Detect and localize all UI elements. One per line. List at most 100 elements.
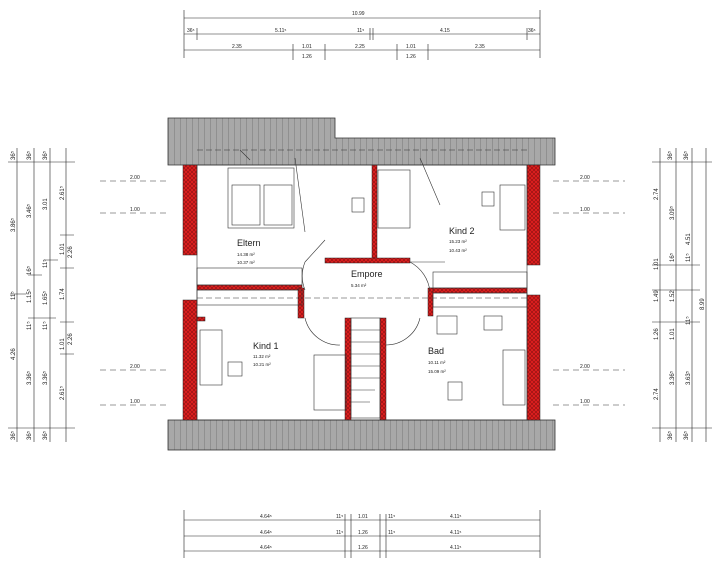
dim-label: 11⁵ bbox=[336, 514, 343, 520]
dim-label: 5.11⁵ bbox=[275, 28, 286, 34]
dim-label: 4.64⁵ bbox=[260, 545, 272, 551]
dim-label: 4.11⁵ bbox=[450, 530, 461, 536]
top-dimension-labels: 10.99 36⁵ 5.11⁵ 11⁵ 4.15 36⁵ 2.35 1.01 2… bbox=[187, 11, 536, 60]
room-name-kind-2: Kind 2 bbox=[449, 226, 475, 236]
dim-label: 1.26 bbox=[358, 545, 368, 551]
dim-label: 2.61⁵ bbox=[59, 185, 66, 200]
dim-label: 36⁵ bbox=[26, 430, 33, 440]
dim-label: 11⁵ bbox=[336, 530, 343, 536]
room-area: 10.11 m² bbox=[428, 360, 446, 365]
dim-label: 4.15 bbox=[440, 28, 450, 34]
dim-label: 3.36⁵ bbox=[669, 370, 676, 385]
dim-label: 11⁵ bbox=[388, 514, 395, 520]
dim-label: 11⁵ bbox=[685, 316, 692, 325]
dim-label: 4.51 bbox=[686, 233, 692, 245]
dim-label: 2.35 bbox=[475, 44, 485, 50]
right-dimension-labels: 36⁵ 36⁵ 2.74 3.09⁵ 4.51 8.99 1.01 16⁵ 11… bbox=[654, 150, 706, 440]
room-area: 11.32 m² bbox=[253, 354, 271, 359]
dim-label: 1.65⁵ bbox=[42, 290, 49, 305]
dim-label: 36⁵ bbox=[26, 150, 33, 160]
dim-label: 10.99 bbox=[352, 11, 365, 17]
dim-label: 36⁵ bbox=[683, 150, 690, 160]
dim-label: 3.63⁵ bbox=[685, 370, 692, 385]
level-label: 1.00 bbox=[130, 207, 140, 213]
dim-label: 3.36⁵ bbox=[26, 370, 33, 385]
dim-label: 36⁵ bbox=[42, 430, 49, 440]
dim-label: 3.36⁵ bbox=[42, 370, 49, 385]
dim-label: 36⁵ bbox=[667, 430, 674, 440]
dim-label: 2.25 bbox=[355, 44, 365, 50]
dim-label: 11⁵ bbox=[42, 321, 49, 330]
dim-label: 1.01 bbox=[302, 44, 312, 50]
dim-label: 3.09⁵ bbox=[669, 205, 676, 220]
level-lines bbox=[100, 180, 625, 406]
level-label: 1.00 bbox=[130, 399, 140, 405]
room-area: 14.38 m² bbox=[237, 252, 255, 257]
dim-label: 4.64⁵ bbox=[260, 514, 272, 520]
dim-label: 3.86⁵ bbox=[10, 217, 17, 232]
dim-label: 8.99 bbox=[700, 298, 706, 310]
room-area: 5.34 m² bbox=[351, 283, 367, 288]
dim-label: 1.01 bbox=[670, 328, 676, 340]
dim-label: 1.26 bbox=[358, 530, 368, 536]
dim-label: 2.26 bbox=[68, 333, 74, 345]
dim-label: 3.01 bbox=[43, 198, 49, 210]
dim-label: 11⁵ bbox=[685, 253, 692, 262]
room-name-bad: Bad bbox=[428, 346, 444, 356]
dim-label: 1.49 bbox=[654, 290, 660, 302]
left-dimensions bbox=[8, 148, 75, 442]
room-labels: Eltern 14.38 m² 10.37 m² Kind 2 15.23 m²… bbox=[237, 226, 475, 374]
room-name-kind-1: Kind 1 bbox=[253, 341, 279, 351]
dim-label: 11⁵ bbox=[388, 530, 395, 536]
level-label: 1.00 bbox=[580, 207, 590, 213]
dim-label: 11⁵ bbox=[10, 291, 17, 300]
dim-label: 16⁵ bbox=[26, 265, 33, 275]
dim-label: 1.26 bbox=[406, 54, 416, 60]
top-dimensions bbox=[183, 10, 541, 60]
bottom-dimension-labels: 4.64⁵ 11⁵ 1.01 11⁵ 4.11⁵ 4.64⁵ 11⁵ 1.26 … bbox=[260, 514, 461, 551]
dim-label: 1.74 bbox=[60, 288, 66, 300]
level-label: 2.00 bbox=[580, 364, 590, 370]
dim-label: 3.46⁵ bbox=[26, 203, 33, 218]
level-label: 1.00 bbox=[580, 399, 590, 405]
dim-label: 36⁵ bbox=[528, 28, 536, 34]
dim-label: 1.01 bbox=[406, 44, 416, 50]
dim-label: 4.64⁵ bbox=[260, 530, 272, 536]
dim-label: 4.11⁵ bbox=[450, 545, 461, 551]
room-name-eltern: Eltern bbox=[237, 238, 261, 248]
level-label: 2.00 bbox=[130, 364, 140, 370]
dim-label: 1.01 bbox=[60, 243, 66, 255]
room-name-empore: Empore bbox=[351, 269, 383, 279]
dim-label: 16⁵ bbox=[669, 252, 676, 262]
dim-label: 1.52 bbox=[670, 290, 676, 302]
dim-label: 2.35 bbox=[232, 44, 242, 50]
dim-label: 36⁵ bbox=[667, 150, 674, 160]
room-area: 10.37 m² bbox=[237, 260, 255, 265]
bottom-dimensions bbox=[183, 510, 541, 558]
level-label: 2.00 bbox=[130, 175, 140, 181]
right-dimensions bbox=[652, 148, 712, 442]
left-dimension-labels: 36⁵ 36⁵ 36⁵ 3.86⁵ 3.46⁵ 3.01 2.61⁵ 1.01 … bbox=[10, 150, 74, 440]
dim-label: 2.61⁵ bbox=[59, 385, 66, 400]
dim-label: 11⁵ bbox=[357, 28, 364, 34]
room-area: 15.23 m² bbox=[449, 239, 467, 244]
room-area: 10.43 m² bbox=[449, 248, 467, 253]
dim-label: 2.26 bbox=[68, 246, 74, 258]
room-area: 10.21 m² bbox=[253, 362, 271, 367]
interior-lines bbox=[196, 149, 528, 421]
dim-label: 1.01 bbox=[358, 514, 368, 520]
dim-label: 36⁵ bbox=[683, 430, 690, 440]
dim-label: 11⁵ bbox=[42, 259, 49, 268]
walls bbox=[182, 164, 541, 421]
room-area: 15.09 m² bbox=[428, 369, 446, 374]
dim-label: 1.01 bbox=[654, 258, 660, 270]
dim-label: 36⁵ bbox=[10, 430, 17, 440]
dim-label: 36⁵ bbox=[42, 150, 49, 160]
dim-label: 1.01 bbox=[60, 338, 66, 350]
dim-label: 1.26 bbox=[302, 54, 312, 60]
dim-label: 11⁵ bbox=[26, 321, 33, 330]
dim-label: 4.11⁵ bbox=[450, 514, 461, 520]
dim-label: 1.26 bbox=[654, 328, 660, 340]
dim-label: 2.74 bbox=[654, 188, 660, 200]
